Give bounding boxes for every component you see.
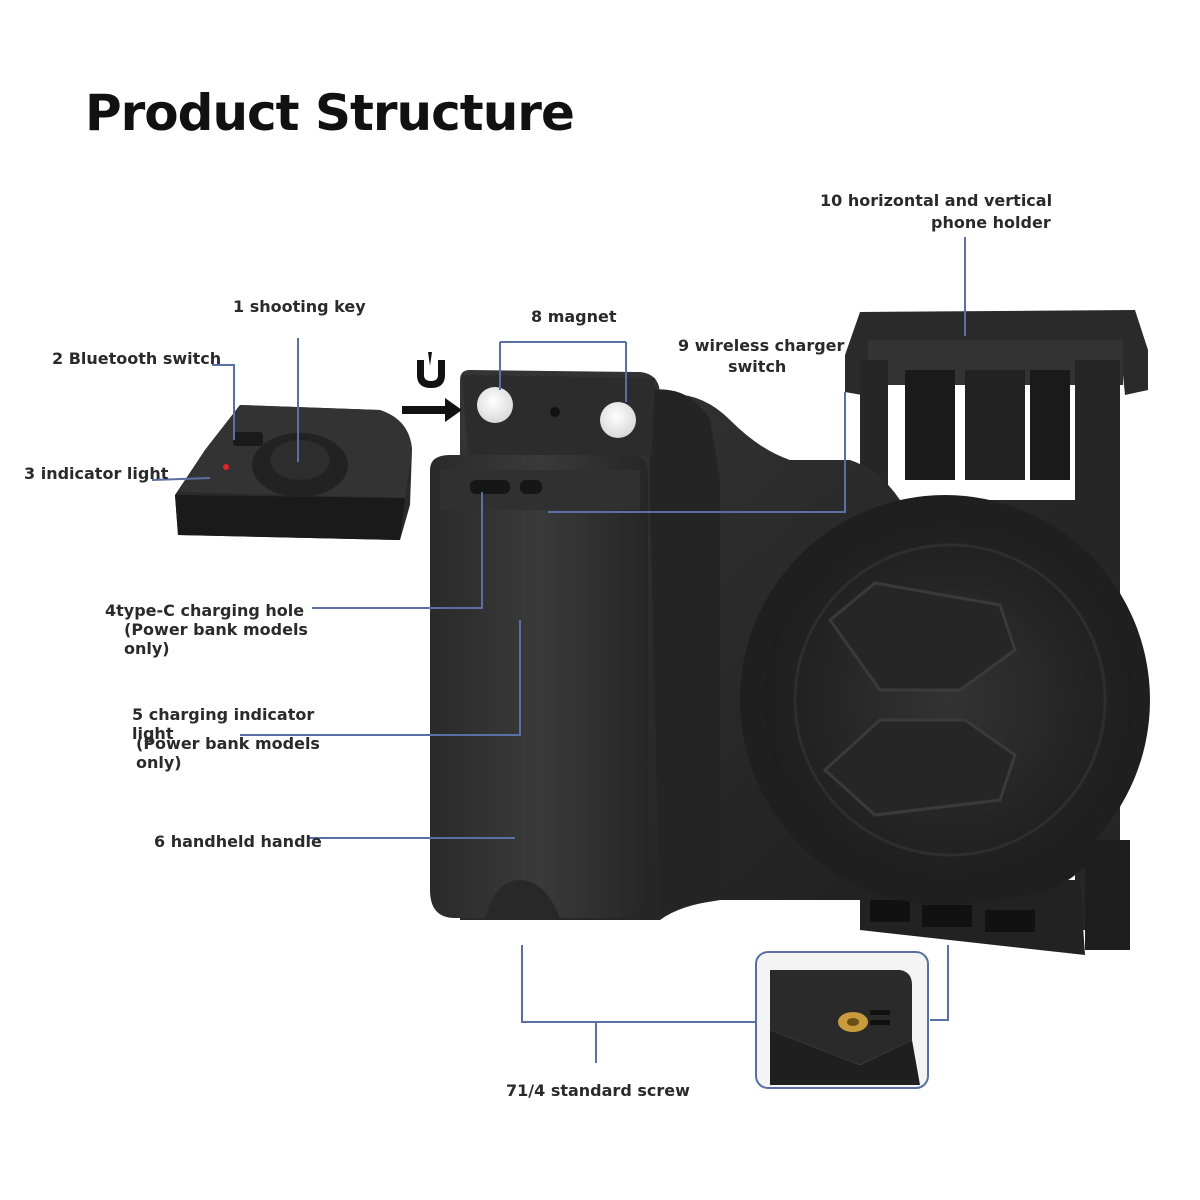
label-standard-screw: 71/4 standard screw [506,1081,690,1100]
label-handheld-handle: 6 handheld handle [154,832,322,851]
magnet-right [600,402,636,438]
indicator-light-dot [223,464,229,470]
label-charging-indicator-note-2: only) [136,753,182,772]
label-charging-indicator: 5 charging indicator [132,705,315,724]
label-shooting-key: 1 shooting key [233,297,366,316]
callout-lines [151,237,966,1063]
handheld-grip [430,455,648,918]
wireless-charging-disc [740,495,1150,905]
label-phone-holder: 10 horizontal and vertical [820,191,1053,210]
label-typec-note-2: only) [124,639,170,658]
label-typec-note: (Power bank models [124,620,308,639]
label-indicator-light: 3 indicator light [24,464,169,483]
arrow-right-icon [402,398,462,422]
label-charging-indicator-note: (Power bank models [136,734,320,753]
page-title: Product Structure [85,84,575,142]
label-magnet: 8 magnet [531,307,617,326]
label-charging-indicator-2: light [132,724,174,743]
shooting-remote [175,405,412,540]
magnet-left [477,387,513,423]
magnet-icon [417,352,445,388]
magnet-plate [462,375,655,455]
label-wireless-charger-switch: 9 wireless charger [678,336,845,355]
label-wireless-charger-switch-2: switch [728,357,787,376]
label-phone-holder-2: phone holder [931,213,1051,232]
label-typec-charging-hole: 4type-C charging hole [105,601,305,620]
label-bluetooth-switch: 2 Bluetooth switch [52,349,222,368]
screw-detail-inset [755,951,929,1089]
